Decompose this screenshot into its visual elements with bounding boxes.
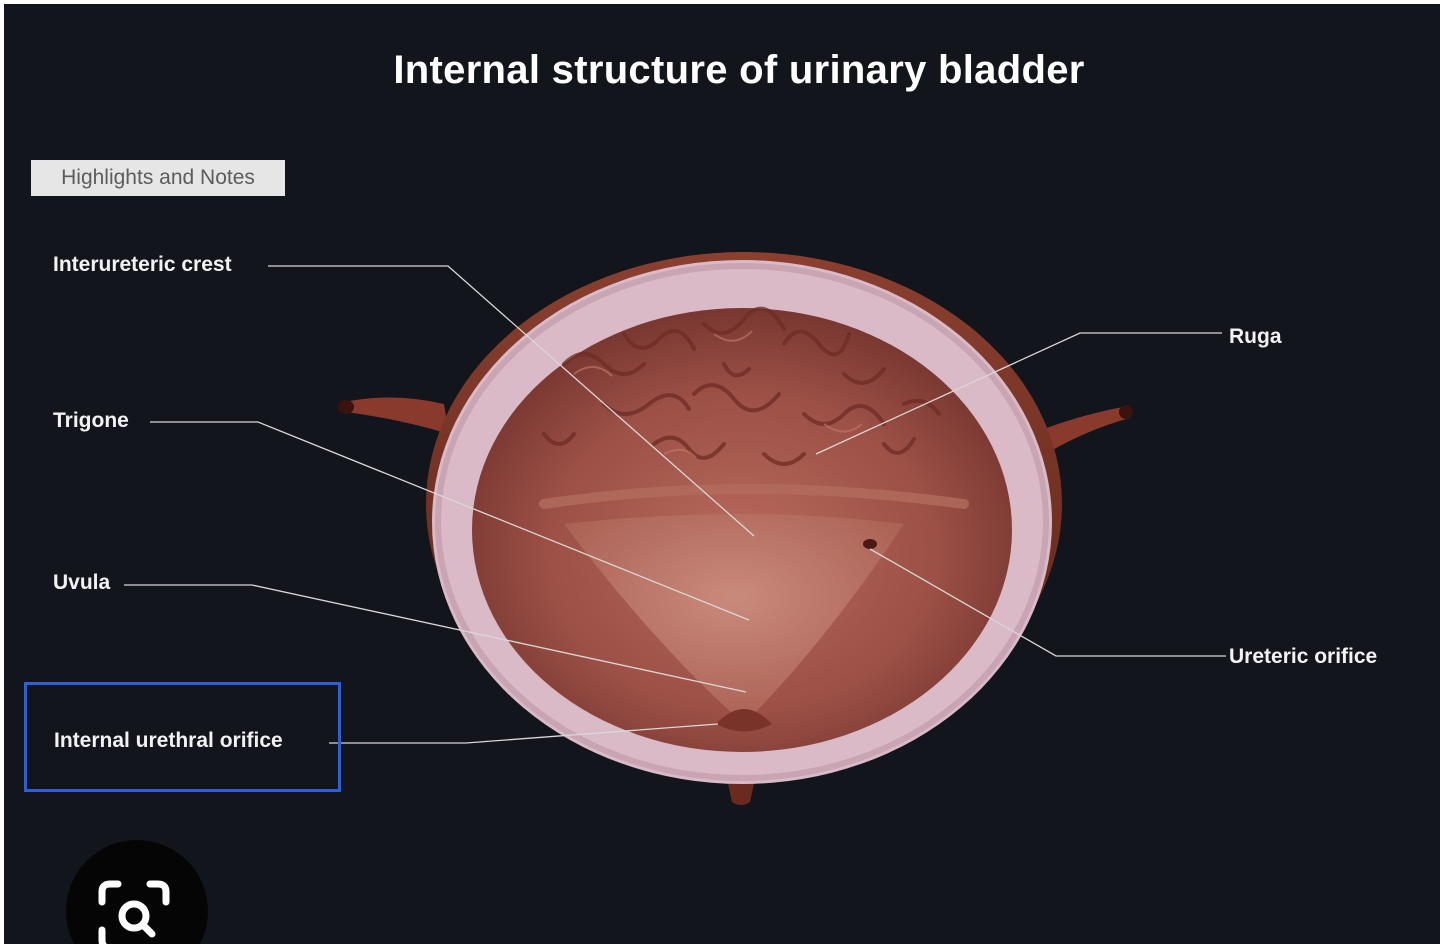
interureteric-ridge [539, 484, 969, 509]
right-ureter-opening [1119, 405, 1133, 419]
lens-search-button[interactable] [66, 840, 208, 944]
label-ureteric-orifice: Ureteric orifice [1229, 645, 1378, 668]
right-ureter [1044, 406, 1130, 452]
urethral-orifice-mark [716, 709, 772, 732]
bladder-illustration [124, 252, 1226, 805]
left-ureter [344, 397, 449, 434]
left-ureter-opening [338, 400, 354, 414]
label-interureteric-crest: Interureteric crest [53, 253, 232, 276]
highlight-box [24, 682, 341, 792]
page-title: Internal structure of urinary bladder [393, 48, 1085, 92]
leader-lines [124, 265, 1226, 744]
ureteric-orifice-mark [863, 539, 877, 549]
label-ruga: Ruga [1229, 325, 1282, 348]
label-trigone: Trigone [53, 409, 129, 432]
trigone-area [564, 514, 904, 724]
label-internal-urethral-orifice: Internal urethral orifice [54, 729, 283, 752]
highlights-notes-tag[interactable]: Highlights and Notes [31, 160, 285, 196]
rugae-folds [542, 306, 941, 466]
lens-search-icon [98, 880, 170, 944]
label-uvula: Uvula [53, 571, 111, 594]
diagram-canvas: Internal structure of urinary bladder Hi… [4, 4, 1440, 944]
